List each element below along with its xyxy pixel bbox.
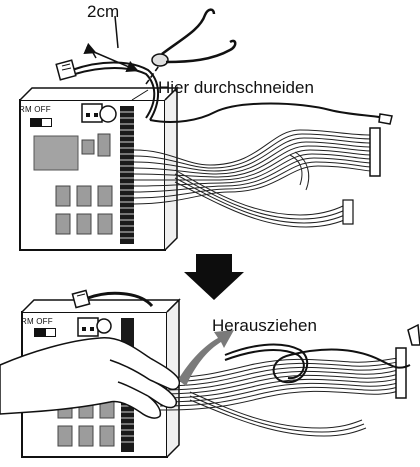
measure-label: 2cm [87, 2, 120, 21]
top-switch-label: RM OFF [19, 105, 51, 114]
wire-cutter-icon [151, 8, 237, 67]
top-ribbon-end [342, 199, 354, 225]
bottom-ribbon-connector [395, 347, 407, 399]
bottom-switch-label: RM OFF [21, 317, 53, 326]
bottom-switch [34, 328, 56, 337]
pull-instruction: Herausziehen [212, 316, 317, 335]
top-circuit-board [19, 86, 179, 251]
top-switch [30, 118, 52, 127]
bottom-wire-bundle [159, 357, 399, 437]
measure-indicator [83, 15, 139, 72]
bottom-plug-right [407, 323, 420, 346]
top-plug-right [378, 113, 393, 125]
cut-instruction: Hier durchschneiden [158, 78, 314, 97]
hand-icon [0, 337, 180, 419]
down-arrow-icon [184, 254, 244, 300]
pull-arrow-icon [178, 330, 234, 386]
pulled-cable [224, 343, 411, 384]
top-wire-bundle [133, 129, 373, 228]
top-ribbon-connector [369, 127, 381, 177]
bottom-connector-plug-icon [71, 289, 91, 309]
top-connector-plug-icon [55, 59, 77, 81]
top-chip-large [33, 135, 79, 171]
top-pin-header [120, 106, 134, 244]
